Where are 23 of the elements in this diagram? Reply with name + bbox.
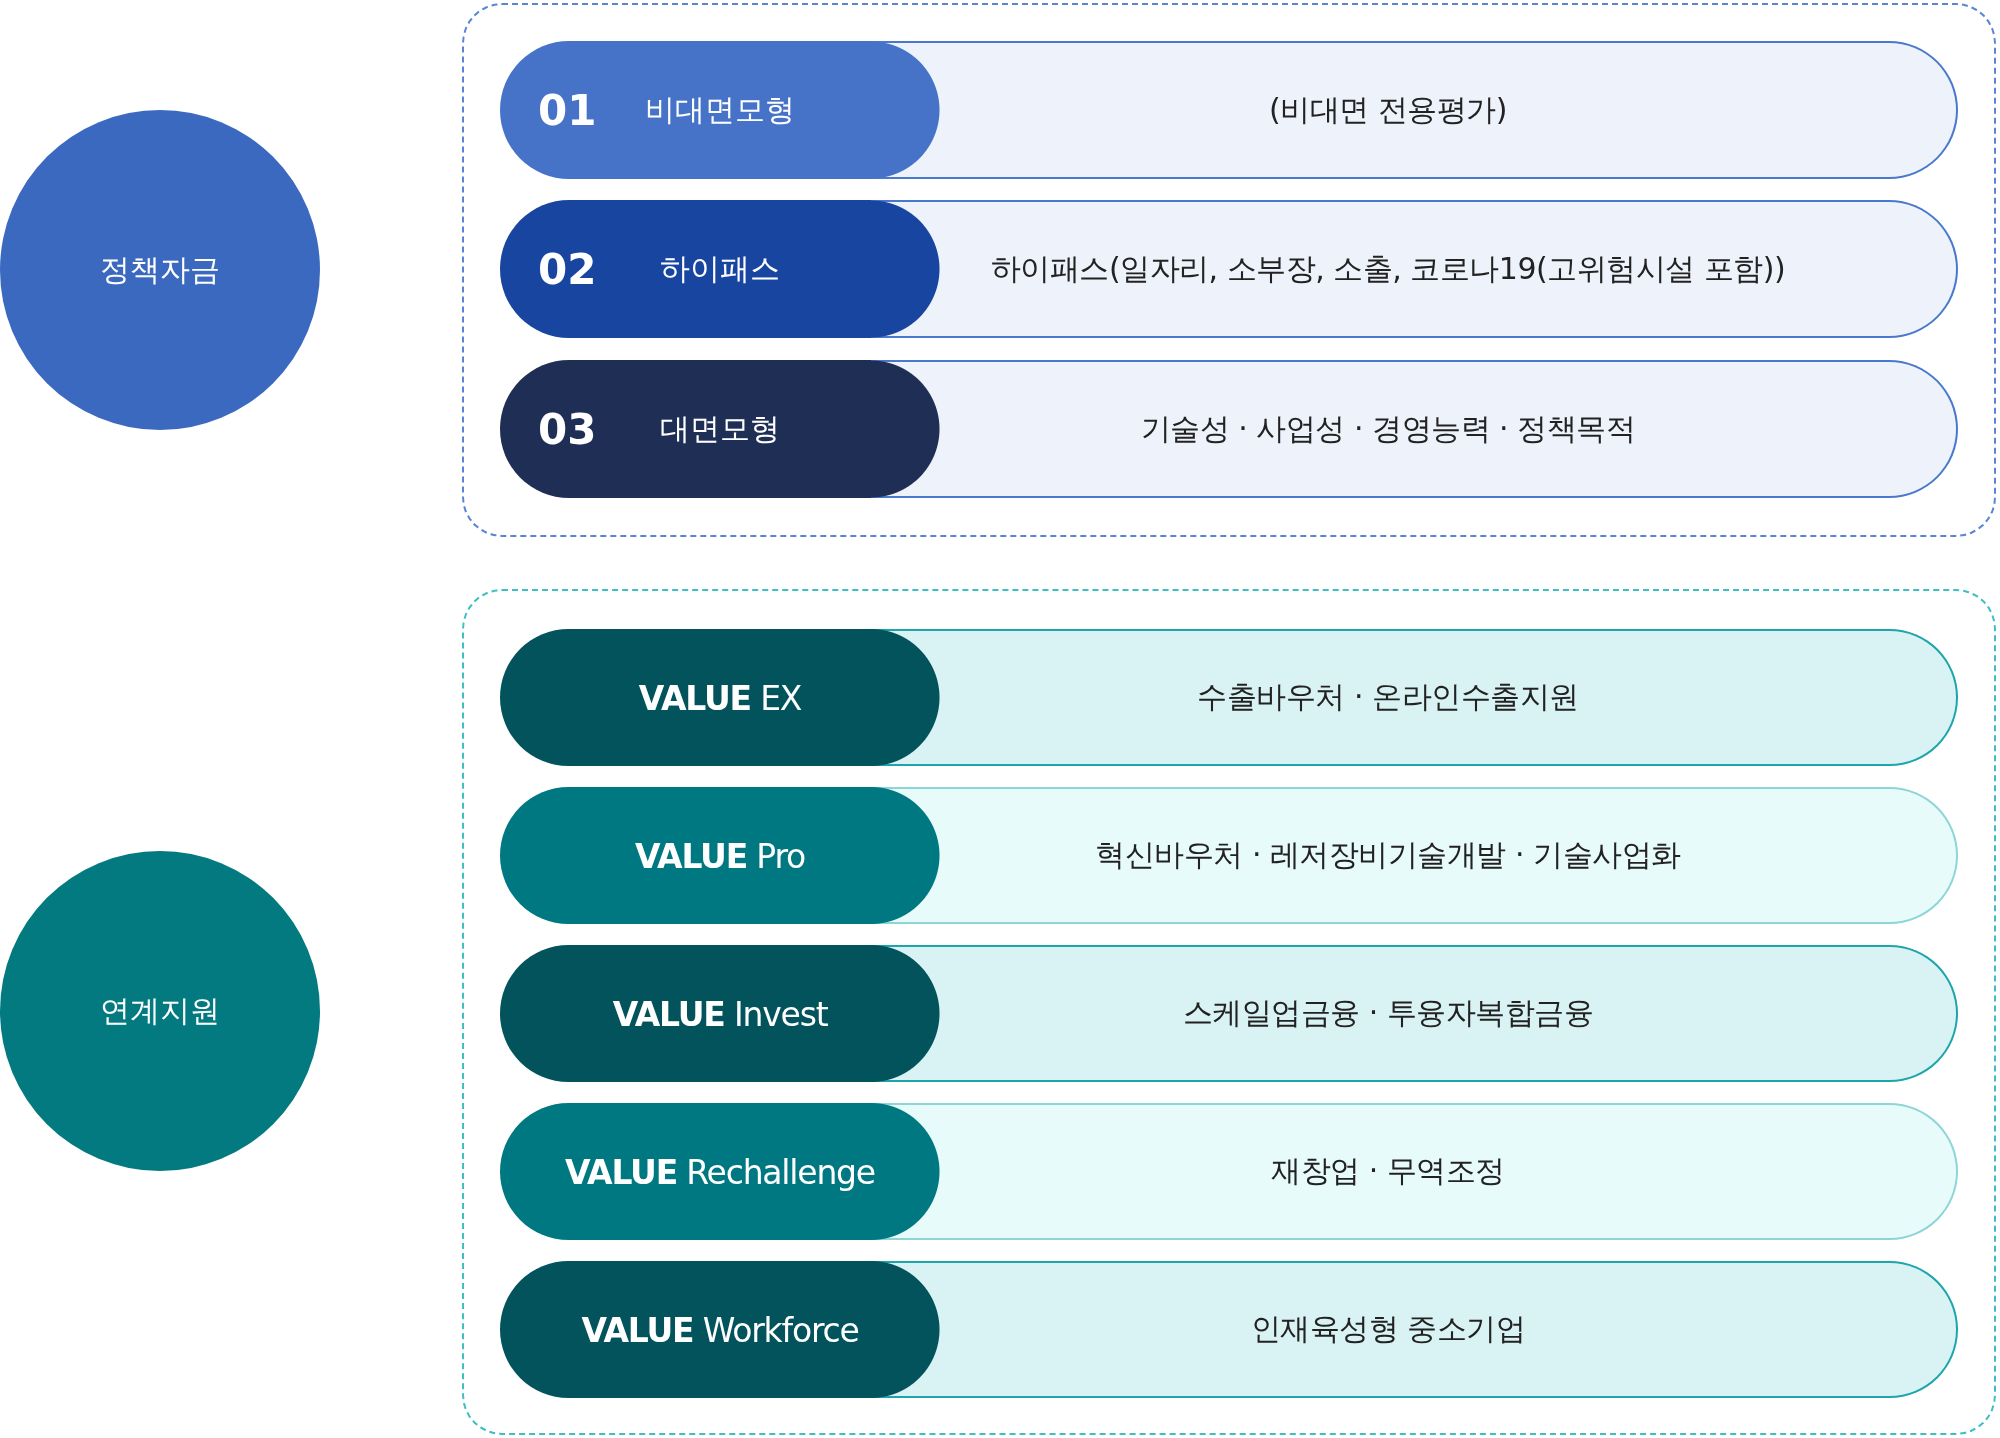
program-name: VALUE Pro xyxy=(634,836,806,875)
description-text: 인재육성형 중소기업 xyxy=(1250,1310,1526,1348)
description-text: 기술성 · 사업성 · 경영능력 · 정책목적 xyxy=(1140,409,1636,448)
program-name: 비대면모형 xyxy=(645,90,795,129)
description-text: 혁신바우처 · 레저장비기술개발 · 기술사업화 xyxy=(1095,836,1681,874)
description-text: 하이패스(일자리, 소부장, 소출, 코로나19(고위험시설 포함)) xyxy=(990,249,1786,288)
category-label: 연계지원 xyxy=(100,991,220,1030)
dashed-group-frame xyxy=(462,3,1996,537)
category-label: 정책자금 xyxy=(100,250,220,289)
description-text: 수출바우처 · 온라인수출지원 xyxy=(1197,678,1579,716)
program-number: 01 xyxy=(538,85,597,135)
program-name: VALUE Rechallenge xyxy=(565,1152,875,1191)
program-name: 하이패스 xyxy=(660,249,780,288)
description-text: 재창업 · 무역조정 xyxy=(1271,1152,1505,1190)
program-name: VALUE Invest xyxy=(612,994,828,1033)
dashed-group-frame xyxy=(462,589,1996,1435)
program-name: VALUE Workforce xyxy=(581,1310,859,1349)
program-number: 03 xyxy=(538,404,597,454)
description-text: 스케일업금융 · 투융자복합금융 xyxy=(1182,994,1594,1032)
program-name: VALUE EX xyxy=(638,678,802,717)
program-name: 대면모형 xyxy=(660,409,780,448)
program-number: 02 xyxy=(538,244,597,294)
description-text: (비대면 전용평가) xyxy=(1269,90,1507,129)
